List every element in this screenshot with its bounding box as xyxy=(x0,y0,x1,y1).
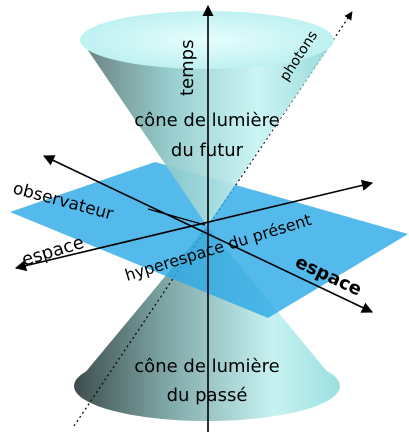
observer-pointer xyxy=(147,208,206,226)
label-past-cone-1: cône de lumière xyxy=(134,356,279,377)
label-space-left: espace xyxy=(19,232,86,271)
space-axis-2 xyxy=(14,179,374,272)
label-future-cone-2: du futur xyxy=(171,140,244,161)
label-future-cone-1: cône de lumière xyxy=(134,110,279,131)
label-past-cone-2: du passé xyxy=(167,385,248,406)
label-time: temps xyxy=(177,40,198,96)
